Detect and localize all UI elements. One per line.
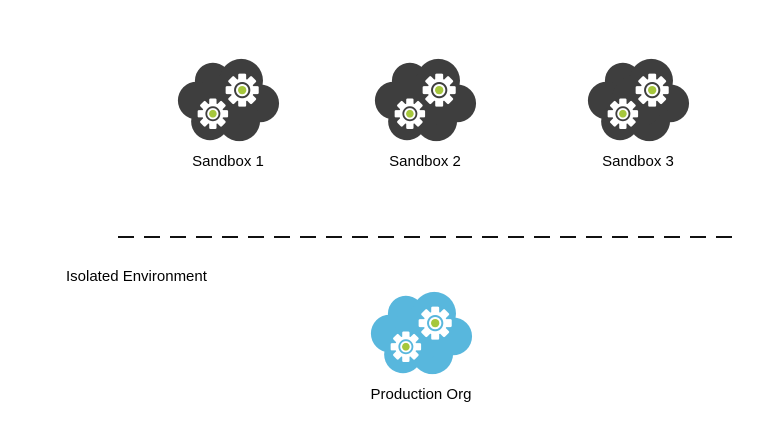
cloud-gears-icon	[374, 58, 477, 142]
cloud-gears-icon	[177, 58, 280, 142]
node-sandbox-3: Sandbox 3	[573, 56, 703, 170]
node-label-sandbox-1: Sandbox 1	[192, 153, 264, 170]
node-sandbox-1: Sandbox 1	[163, 56, 293, 170]
node-label-production-org: Production Org	[370, 386, 472, 403]
cloud-gears-icon	[370, 291, 473, 375]
node-sandbox-2: Sandbox 2	[360, 56, 490, 170]
node-production-org: Production Org	[356, 289, 486, 403]
isolation-boundary-divider	[118, 236, 734, 238]
cloud-gears-icon	[587, 58, 690, 142]
isolated-environment-label: Isolated Environment	[66, 268, 207, 285]
node-label-sandbox-3: Sandbox 3	[602, 153, 674, 170]
node-label-sandbox-2: Sandbox 2	[389, 153, 461, 170]
